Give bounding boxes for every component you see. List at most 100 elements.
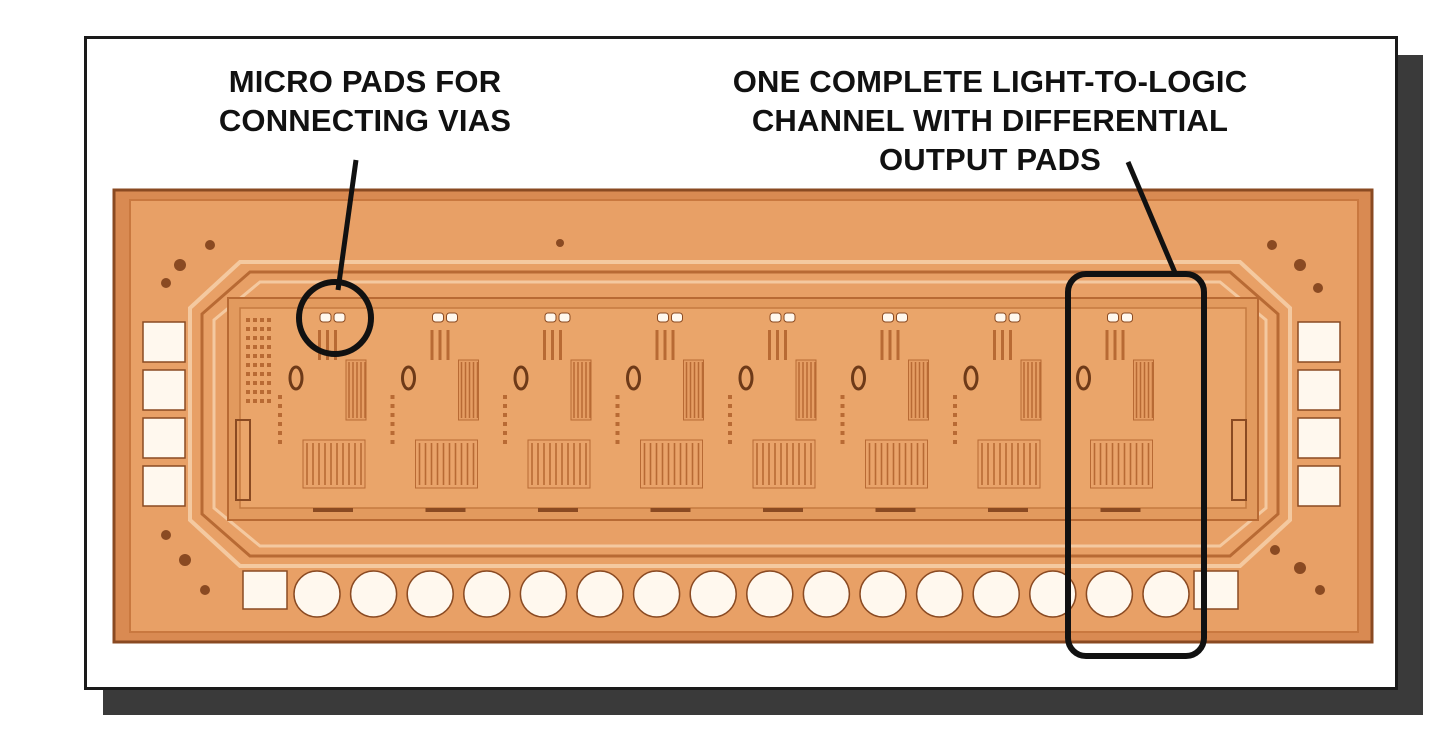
bottom-round-pad — [632, 570, 681, 618]
bias-contact — [253, 336, 257, 340]
bias-contact — [267, 390, 271, 394]
side-pad-right — [1297, 321, 1341, 363]
logic-block — [1090, 439, 1153, 489]
bias-contact — [267, 381, 271, 385]
trace — [993, 330, 996, 360]
amplifier-block — [1133, 359, 1154, 421]
bias-contact — [267, 345, 271, 349]
bias-contact — [253, 390, 257, 394]
bias-contact — [260, 372, 264, 376]
contact — [278, 395, 282, 399]
bottom-round-pad — [972, 570, 1020, 618]
logic-block — [527, 439, 591, 489]
alignment-marks — [161, 239, 1325, 595]
contact — [728, 395, 732, 399]
trace — [543, 330, 546, 360]
contact — [503, 431, 507, 435]
bottom-round-pad — [1029, 570, 1077, 618]
contact — [840, 440, 845, 444]
contact — [615, 440, 620, 444]
bias-contact — [267, 336, 271, 340]
trace — [334, 330, 337, 360]
bias-contact — [260, 318, 264, 322]
channel-cell — [1065, 312, 1154, 512]
side-pad-right — [1297, 417, 1341, 459]
micro-pads-leader-line — [335, 159, 359, 291]
contact — [728, 422, 732, 426]
bias-contact — [253, 354, 257, 358]
contact — [390, 404, 395, 408]
guard-ring-outer — [188, 260, 1292, 568]
trace — [446, 330, 450, 360]
contact — [953, 440, 957, 444]
trace — [551, 330, 554, 360]
bias-contact — [253, 327, 257, 331]
bias-contact — [246, 399, 250, 403]
guard-ring-middle — [200, 270, 1280, 558]
photodiode — [288, 365, 304, 391]
bottom-round-pad — [576, 570, 624, 618]
bottom-round-pad — [1142, 570, 1190, 618]
contact — [615, 395, 620, 399]
logic-block — [302, 439, 366, 489]
logic-block — [977, 439, 1041, 489]
contact — [615, 413, 620, 417]
photodiode — [1076, 365, 1091, 391]
bottom-round-pad — [463, 570, 511, 618]
contact — [840, 404, 845, 408]
channel-cell — [503, 312, 592, 512]
amplifier-block — [458, 359, 479, 421]
contact — [390, 413, 395, 417]
micro-pad — [783, 312, 796, 323]
amplifier-block — [1020, 359, 1042, 421]
trace — [1001, 330, 1004, 360]
bottom-round-pad — [746, 570, 794, 618]
contact — [728, 440, 732, 444]
contact — [953, 395, 957, 399]
micro-pad — [671, 312, 683, 323]
bias-trace — [235, 419, 251, 501]
trace — [326, 330, 329, 360]
contact — [840, 422, 845, 426]
bias-block — [235, 318, 1247, 501]
output-trace — [425, 508, 466, 512]
bottom-round-pad — [859, 570, 907, 618]
bias-contact — [260, 327, 264, 331]
photodiode — [851, 365, 866, 391]
trace — [896, 330, 900, 360]
photodiode — [963, 365, 979, 391]
contact — [278, 422, 282, 426]
trace — [768, 330, 771, 360]
micro-pad — [882, 312, 894, 323]
trace — [655, 330, 659, 360]
contact — [953, 413, 957, 417]
bottom-round-pad — [406, 570, 454, 618]
output-trace — [988, 508, 1028, 512]
side-pad-left — [142, 417, 186, 459]
photodiode — [626, 365, 641, 391]
bias-contact — [267, 363, 271, 367]
output-trace — [1100, 508, 1141, 512]
contact — [390, 431, 395, 435]
contact — [840, 431, 845, 435]
contact — [278, 413, 282, 417]
contact — [503, 404, 507, 408]
micro-pad — [769, 312, 782, 323]
contact — [615, 404, 620, 408]
contact — [840, 413, 845, 417]
trace — [438, 330, 442, 360]
contact — [728, 431, 732, 435]
bias-contact — [253, 381, 257, 385]
channel-cell — [615, 312, 704, 512]
bias-contact — [253, 372, 257, 376]
amplifier-block — [683, 359, 704, 421]
micro-pad — [1107, 312, 1119, 323]
bottom-square-pad — [1193, 570, 1239, 610]
amplifier-block — [908, 359, 929, 421]
micro-pad — [657, 312, 669, 323]
contact — [390, 440, 395, 444]
channel-cell — [728, 312, 817, 512]
contact — [728, 404, 732, 408]
logic-block — [415, 439, 478, 489]
